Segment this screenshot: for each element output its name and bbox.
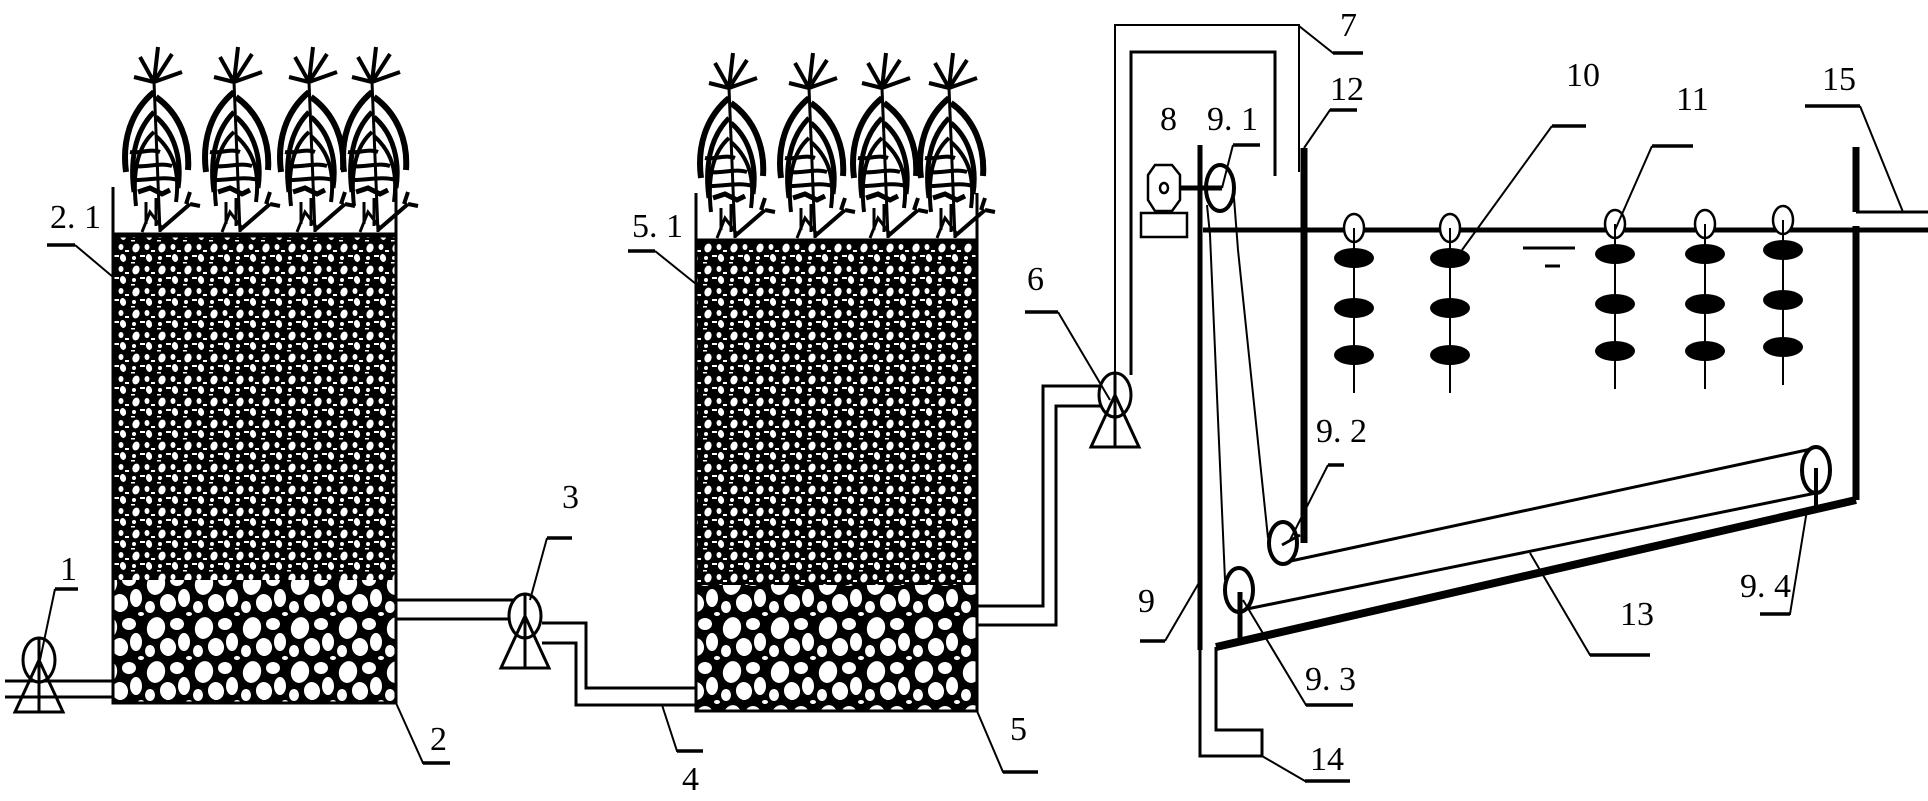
float-icon [1761, 204, 1805, 387]
label-pump-3: 3 [562, 479, 579, 516]
label-float-10: 10 [1566, 57, 1600, 94]
roller-9-2 [1267, 520, 1301, 566]
tank-1-fine-media [113, 235, 396, 580]
floats [1332, 204, 1805, 395]
pipe-4 [396, 598, 696, 707]
label-tank-2: 5 [1010, 711, 1027, 748]
label-tank-1: 2 [430, 721, 447, 758]
float-icon [1428, 212, 1472, 395]
label-tank-2-media: 5. 1 [632, 208, 683, 245]
label-motor-8: 8 [1160, 101, 1177, 138]
outlet-14-pipe [1198, 647, 1264, 758]
belt-13 [1206, 197, 1817, 612]
tank-2-fine-media [696, 241, 977, 585]
inlet-pipe [5, 679, 113, 699]
motor-8 [1139, 163, 1222, 239]
label-roller-9-4: 9. 4 [1740, 568, 1791, 605]
reed-icon [780, 53, 855, 238]
label-outlet-15: 15 [1822, 61, 1856, 98]
sloped-floor [1215, 496, 1857, 651]
wetland-tank-2 [694, 53, 995, 713]
pipe-to-pump-6 [977, 384, 1100, 627]
reed-icon [205, 47, 280, 232]
label-wall-9: 9 [1138, 583, 1155, 620]
label-pipe-4: 4 [682, 761, 699, 798]
label-pump-1: 1 [60, 551, 77, 588]
label-baffle-12: 12 [1330, 71, 1364, 108]
motor-base [1139, 211, 1189, 239]
tank-1-reeds [125, 47, 418, 232]
pipe-7 [1114, 24, 1300, 375]
label-outlet-14: 14 [1310, 741, 1344, 778]
reed-icon [125, 47, 200, 232]
reed-icon [343, 47, 418, 232]
leader-lines [39, 25, 1904, 783]
label-roller-9-3: 9. 3 [1305, 661, 1356, 698]
tank-2-reeds [700, 53, 995, 238]
tank-2-coarse-media [696, 585, 977, 711]
roller-icon [1204, 163, 1236, 213]
label-tank-1-media: 2. 1 [50, 199, 101, 236]
label-pump-6: 6 [1027, 261, 1044, 298]
float-treatment-tank [1197, 145, 1928, 758]
water-level-symbol [1523, 246, 1575, 268]
label-belt-13: 13 [1620, 596, 1654, 633]
label-pipe-7: 7 [1340, 7, 1357, 44]
float-icon [1332, 212, 1376, 395]
tank-1-outline [111, 187, 398, 705]
reed-icon [920, 53, 995, 238]
tank-2-outline [694, 193, 979, 713]
tank-1-coarse-media [113, 580, 396, 703]
float-icon [1593, 208, 1637, 391]
roller-9-3 [1223, 566, 1255, 643]
roller-9-4 [1800, 445, 1832, 510]
float-icon [1683, 208, 1727, 391]
pump-1-icon [13, 636, 65, 714]
roller-9-1 [1204, 163, 1236, 213]
pump-6-icon [1089, 371, 1141, 449]
label-roller-9-2: 9. 2 [1316, 413, 1367, 450]
label-float-11: 11 [1676, 81, 1709, 118]
label-roller-9-1: 9. 1 [1207, 101, 1258, 138]
wetland-tank-1 [111, 47, 418, 705]
reed-icon [853, 53, 928, 238]
reed-icon [700, 53, 775, 238]
part-labels: 1 2 2. 1 3 4 5 5. 1 6 7 8 9 9. 1 9. 2 9.… [50, 7, 1856, 798]
pump-3-icon [499, 592, 551, 670]
